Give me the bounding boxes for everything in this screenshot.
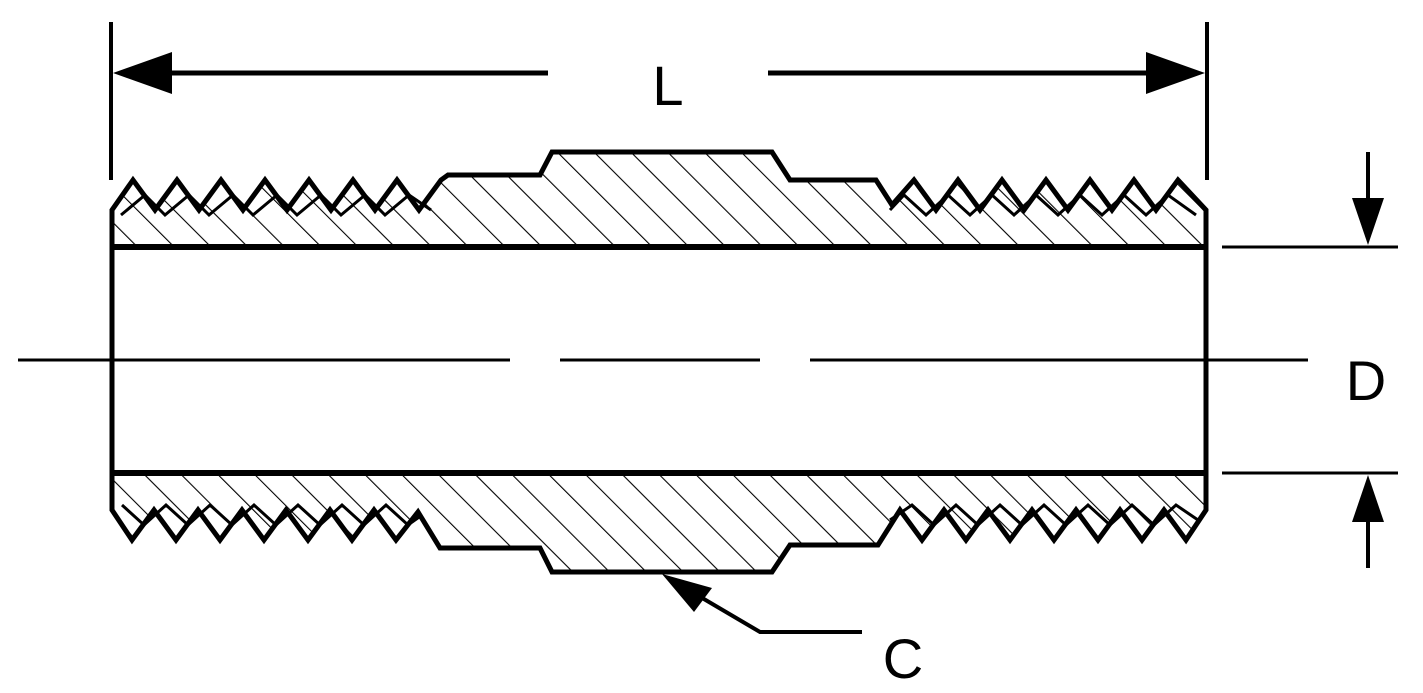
length-dimension: L (109, 22, 1209, 180)
diameter-label: D (1346, 349, 1386, 412)
diameter-arrowhead-top (1352, 198, 1384, 245)
center-leader: C (662, 574, 923, 690)
lower-thread-root-line (120, 502, 423, 528)
length-label: L (652, 54, 683, 117)
upper-thread-root-line (120, 192, 432, 218)
lower-wall-section (109, 470, 1209, 575)
diameter-dimension: D (1222, 152, 1398, 568)
center-arrowhead (662, 574, 712, 612)
center-leader-line (690, 590, 862, 634)
length-arrowhead-right (1146, 52, 1205, 94)
center-label: C (883, 627, 923, 690)
length-arrowhead-left (113, 52, 172, 94)
lower-thread-root-line-right (889, 502, 1199, 528)
upper-thread-root-line-right (888, 192, 1197, 218)
diameter-arrowhead-bottom (1352, 475, 1384, 522)
